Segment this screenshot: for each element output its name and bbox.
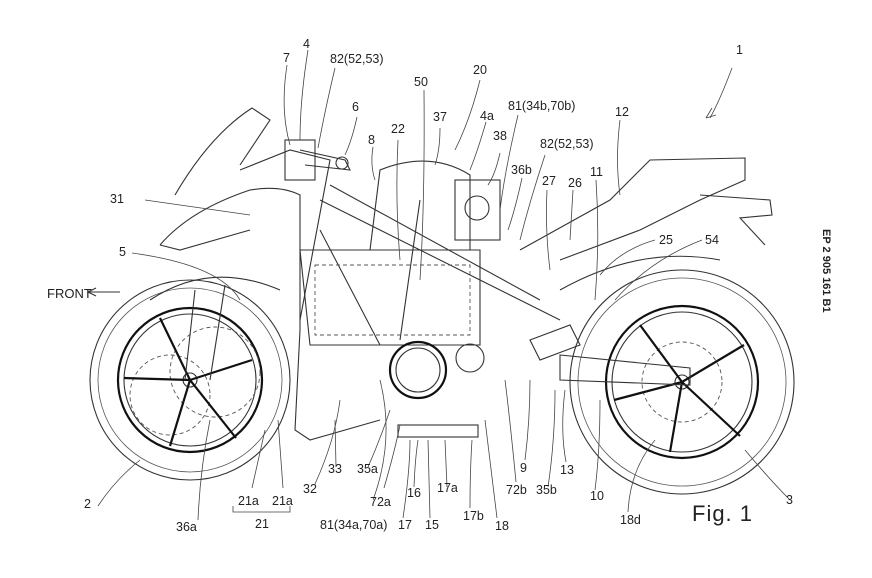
front-fairing (159, 107, 381, 441)
ref-label: 1 (736, 43, 743, 57)
ref-label: 38 (493, 129, 507, 143)
ref-label: 8 (368, 133, 375, 147)
ref-label: 81(34b,70b) (508, 99, 576, 113)
ref-label: 17 (398, 518, 412, 532)
ref-label: 36b (511, 163, 532, 177)
figure-title: Fig. 1 (692, 501, 754, 526)
front-direction-label: FRONT (47, 286, 92, 301)
tail-section (519, 157, 773, 291)
ref-label: 6 (352, 100, 359, 114)
ref-label: 16 (407, 486, 421, 500)
front-fork (149, 149, 331, 381)
ref-label: 33 (328, 462, 342, 476)
ref-label: 17a (437, 481, 458, 495)
ref-label: 82(52,53) (540, 137, 594, 151)
ref-label: 13 (560, 463, 574, 477)
ref-label: 72a (370, 495, 391, 509)
ref-label: 12 (615, 105, 629, 119)
leader-lines (97, 49, 791, 521)
front-wheel (89, 279, 291, 481)
ref-label: 54 (705, 233, 719, 247)
ref-label: 50 (414, 75, 428, 89)
ref-label: 32 (303, 482, 317, 496)
ref-label: 35b (536, 483, 557, 497)
ref-label: 18d (620, 513, 641, 527)
ref-label: 25 (659, 233, 673, 247)
ref-label: 17b (463, 509, 484, 523)
ref-label: 35a (357, 462, 378, 476)
ref-label: 27 (542, 174, 556, 188)
assembly-arrow (705, 107, 717, 119)
ref-label: 4a (480, 109, 494, 123)
ref-label: 15 (425, 518, 439, 532)
ref-label: 36a (176, 520, 197, 534)
ref-label: 9 (520, 461, 527, 475)
ref-label: 7 (283, 51, 290, 65)
motor (388, 179, 501, 438)
ref-label: 11 (590, 165, 603, 179)
ref-label: 5 (119, 245, 126, 259)
ref-label: 37 (433, 110, 447, 124)
ref-label: 22 (391, 122, 405, 136)
ref-label: 3 (786, 493, 793, 507)
ref-label: 81(34a,70a) (320, 518, 388, 532)
frame (299, 160, 561, 346)
handlebar (284, 139, 351, 181)
ref-label: 21 (255, 517, 269, 531)
ref-label: 31 (110, 192, 124, 206)
ref-label: 20 (473, 63, 487, 77)
ref-label: 2 (84, 497, 91, 511)
patent-number: EP 2 905 161 B1 (820, 229, 832, 313)
swingarm (529, 324, 691, 386)
ref-label: 26 (568, 176, 582, 190)
ref-label: 18 (495, 519, 509, 533)
ref-label: 21a (272, 494, 293, 508)
ref-label: 10 (590, 489, 604, 503)
ref-label: 21a (238, 494, 259, 508)
rear-wheel (569, 269, 795, 495)
ref-label: 82(52,53) (330, 52, 384, 66)
ref-label: 4 (303, 37, 310, 51)
arrow-left-icon (87, 287, 120, 297)
ref-label: 72b (506, 483, 527, 497)
